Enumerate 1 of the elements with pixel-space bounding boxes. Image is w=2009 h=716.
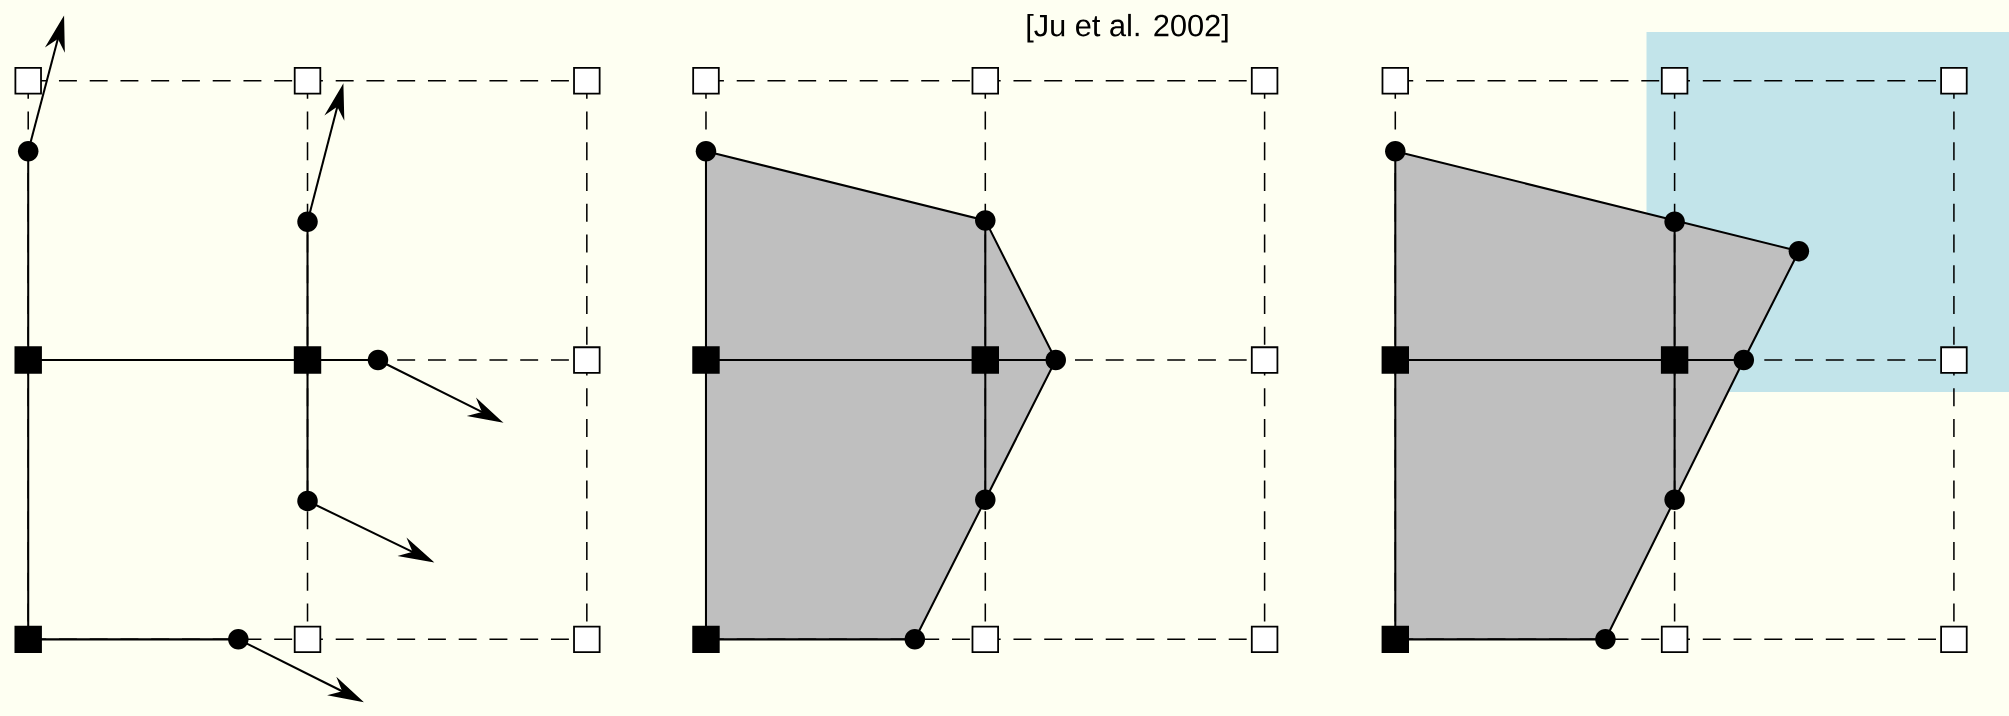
- citation-text: [Ju et al. 2002]: [1027, 13, 1228, 43]
